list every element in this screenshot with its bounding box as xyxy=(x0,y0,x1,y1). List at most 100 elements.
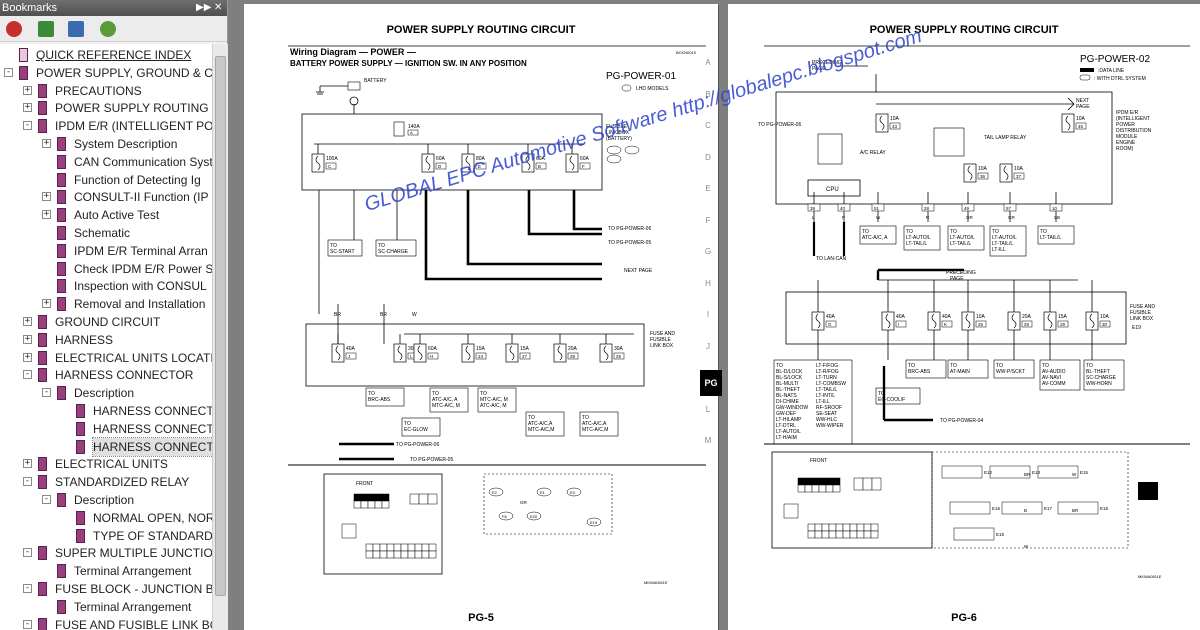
expand-icon[interactable]: + xyxy=(23,458,32,469)
section-letter[interactable]: L xyxy=(705,404,711,414)
close-panel-icon[interactable]: ✕ xyxy=(214,2,223,13)
collapse-icon[interactable]: - xyxy=(23,369,32,380)
bookmark-item[interactable]: -IPDM E/R (INTELLIGENT PO xyxy=(0,117,212,135)
destination-label: LT-TAIL/L xyxy=(816,387,837,393)
bookmark-label: Function of Detecting Ig xyxy=(74,172,201,187)
bookmark-item[interactable]: Schematic xyxy=(0,224,212,242)
bookmark-item[interactable]: +Auto Active Test xyxy=(0,206,212,224)
section-letter[interactable]: I xyxy=(706,310,710,319)
section-tab-pg[interactable]: PG xyxy=(700,370,722,396)
section-letter[interactable]: D xyxy=(705,152,711,162)
expand-icon[interactable]: + xyxy=(23,84,32,95)
destination-box xyxy=(365,387,405,407)
panel-options-icon[interactable]: ▶▶ xyxy=(196,2,212,13)
collapse-icon[interactable]: - xyxy=(23,618,32,629)
bookmark-item[interactable]: Terminal Arrangement xyxy=(0,598,212,616)
options-bookmark-icon[interactable] xyxy=(100,21,116,37)
destination-label: EC-GLOW xyxy=(404,427,428,433)
new-bookmark-icon[interactable] xyxy=(38,21,54,37)
expand-icon[interactable]: + xyxy=(23,316,32,326)
bookmark-item[interactable]: +POWER SUPPLY ROUTING C xyxy=(0,99,212,117)
collapse-icon[interactable]: - xyxy=(42,387,51,398)
bookmark-item[interactable]: +CONSULT-II Function (IP xyxy=(0,188,212,206)
bookmark-item[interactable]: -FUSE AND FUSIBLE LINK BO xyxy=(0,616,212,630)
section-letter[interactable]: F xyxy=(705,215,711,225)
expand-icon[interactable]: + xyxy=(42,138,51,148)
bookmark-icon xyxy=(38,101,47,116)
bookmark-item[interactable]: +PRECAUTIONS xyxy=(0,82,212,100)
bookmark-item[interactable]: +GROUND CIRCUIT xyxy=(0,313,212,331)
section-letter[interactable]: B xyxy=(705,89,711,99)
scrollbar-thumb[interactable] xyxy=(215,56,226,596)
bookmark-item[interactable]: HARNESS CONNECTO xyxy=(0,402,212,420)
section-letter[interactable]: C xyxy=(705,121,711,130)
destination-label: LT-TAIL/L xyxy=(1040,235,1061,241)
diagram-subtitle: BATTERY POWER SUPPLY — IGNITION SW. IN A… xyxy=(290,59,527,68)
bookmark-item[interactable]: NORMAL OPEN, NORI xyxy=(0,509,212,527)
delete-bookmark-icon[interactable] xyxy=(6,21,22,37)
fuse-amp: 10A xyxy=(978,166,988,172)
bookmark-item[interactable]: -POWER SUPPLY, GROUND & CI xyxy=(0,64,212,82)
wire-color: W xyxy=(412,312,417,318)
cpu-label: CPU xyxy=(826,187,839,193)
expand-bookmark-icon[interactable] xyxy=(68,21,84,37)
bookmark-item[interactable]: +System Description xyxy=(0,135,212,153)
bookmark-item[interactable]: Terminal Arrangement xyxy=(0,562,212,580)
bookmark-item[interactable]: Inspection with CONSUL xyxy=(0,277,212,295)
section-letter[interactable]: J xyxy=(706,341,710,351)
bookmark-item[interactable]: Function of Detecting Ig xyxy=(0,171,212,189)
bookmark-item[interactable]: CAN Communication Syst xyxy=(0,153,212,171)
collapse-icon[interactable]: - xyxy=(23,476,32,487)
bookmark-item[interactable]: +HARNESS xyxy=(0,331,212,349)
fuse-id: 27 xyxy=(522,354,528,359)
expand-icon[interactable]: + xyxy=(23,102,32,113)
bookmark-item[interactable]: + ELECTRICAL UNITS xyxy=(0,455,212,473)
bookmark-item[interactable]: HARNESS CONNECTO xyxy=(0,436,212,457)
connector-color: W xyxy=(1072,472,1077,477)
collapse-icon[interactable]: - xyxy=(23,583,32,593)
expand-icon[interactable]: + xyxy=(42,191,51,202)
collapse-icon[interactable]: - xyxy=(23,120,32,131)
bookmark-item[interactable]: -SUPER MULTIPLE JUNCTION xyxy=(0,544,212,562)
collapse-icon[interactable]: - xyxy=(23,547,32,558)
bookmark-item[interactable]: -STANDARDIZED RELAY xyxy=(0,473,212,491)
document-area[interactable]: POWER SUPPLY ROUTING CIRCUIT Wiring Diag… xyxy=(232,0,1200,630)
destination-label: WW-P/SCKT xyxy=(996,369,1025,375)
section-letter[interactable]: A xyxy=(705,58,711,67)
bookmark-item[interactable]: +Removal and Installation xyxy=(0,295,212,313)
connector-e3 xyxy=(566,487,582,497)
expand-icon[interactable]: + xyxy=(42,209,51,220)
bookmark-item[interactable]: QUICK REFERENCE INDEX xyxy=(0,46,212,64)
bookmark-item[interactable]: TYPE OF STANDARD xyxy=(0,527,212,545)
expand-icon[interactable]: + xyxy=(23,351,32,362)
bookmark-item[interactable]: -HARNESS CONNECTOR xyxy=(0,366,212,384)
section-letter[interactable]: G xyxy=(704,247,712,256)
expand-icon[interactable]: + xyxy=(23,333,32,344)
destination-label: LT-COMBSW xyxy=(816,381,846,387)
ac-relay-label: A/C RELAY xyxy=(860,150,886,156)
section-letter[interactable]: M xyxy=(704,436,712,445)
collapse-icon[interactable]: - xyxy=(42,494,51,504)
fuse-amp: 10A xyxy=(1014,166,1024,172)
bookmark-item[interactable]: -Description xyxy=(0,384,212,402)
bookmark-icon xyxy=(57,493,66,507)
bookmark-label: ELECTRICAL UNITS xyxy=(55,457,168,472)
section-letter[interactable]: H xyxy=(705,278,711,288)
collapse-icon[interactable]: - xyxy=(4,66,13,77)
bookmark-item[interactable]: -FUSE BLOCK - JUNCTION BO xyxy=(0,580,212,598)
connector-f6 xyxy=(498,511,514,521)
bookmark-item[interactable]: HARNESS CONNECTO xyxy=(0,420,212,438)
bookmark-item[interactable]: Check IPDM E/R Power S xyxy=(0,260,212,278)
bookmark-item[interactable]: -Description xyxy=(0,491,212,509)
bookmarks-scrollbar[interactable] xyxy=(212,44,228,630)
connector-color: BR xyxy=(1072,508,1079,513)
section-letter[interactable]: E xyxy=(705,184,711,193)
connector-e17 xyxy=(1001,501,1043,515)
fuse-amp: 20A xyxy=(568,346,578,352)
terminal-number: 40 xyxy=(840,206,846,211)
bookmark-item[interactable]: IPDM E/R Terminal Arran xyxy=(0,242,212,260)
bookmark-item[interactable]: +ELECTRICAL UNITS LOCATIO xyxy=(0,349,212,367)
fuse-id: 43 xyxy=(892,124,898,129)
destination-label: BL-MULTI xyxy=(776,381,798,387)
expand-icon[interactable]: + xyxy=(42,298,51,309)
